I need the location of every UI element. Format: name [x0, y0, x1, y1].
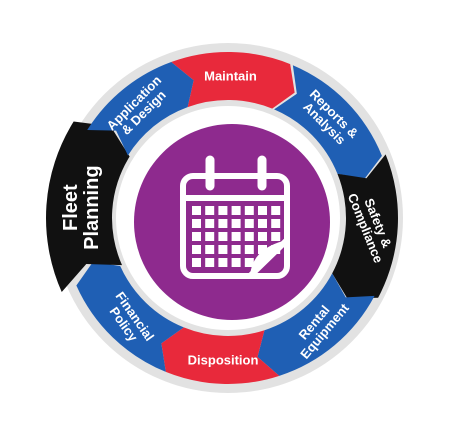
segment-label-line: Planning [81, 165, 103, 249]
segment-reports-analysis [274, 65, 382, 179]
calendar-day-cell [205, 258, 215, 267]
calendar-day-cell [271, 245, 281, 254]
calendar-day-cell [244, 219, 254, 228]
calendar-day-cell [231, 219, 241, 228]
calendar-day-cell [231, 206, 241, 215]
segment-label-line: Fleet [60, 184, 82, 231]
segment-label-line: Disposition [188, 352, 259, 367]
calendar-day-cell [258, 232, 267, 241]
calendar-day-cell [192, 245, 201, 254]
segment-disposition [161, 327, 280, 384]
segment-financial-policy [76, 261, 184, 372]
segment-fleet-planning [46, 121, 130, 293]
segment-label-fleet-planning: FleetPlanning [60, 165, 103, 249]
calendar-day-cell [205, 206, 215, 215]
segment-rental-equipment [257, 273, 375, 376]
segment-application-design [87, 62, 194, 156]
calendar-day-cell [231, 232, 241, 241]
calendar-day-cell [205, 219, 215, 228]
calendar-day-cell [218, 245, 228, 254]
segment-label-disposition: Disposition [188, 352, 259, 367]
calendar-day-cell [192, 258, 201, 267]
calendar-day-cell [192, 232, 201, 241]
calendar-day-cell [271, 219, 281, 228]
calendar-icon [180, 155, 290, 279]
calendar-day-cell [271, 232, 281, 241]
segment-label-line: Maintain [204, 69, 257, 84]
calendar-day-cell [205, 232, 215, 241]
segment-label-maintain: Maintain [204, 69, 257, 84]
calendar-day-cell [218, 232, 228, 241]
segment-safety-compliance [332, 154, 398, 299]
calendar-day-cell [192, 219, 201, 228]
segment-maintain [171, 51, 295, 109]
calendar-day-cell [218, 206, 228, 215]
calendar-day-cell [244, 232, 254, 241]
calendar-day-cell [258, 219, 267, 228]
calendar-day-cell [244, 206, 254, 215]
calendar-day-cell [218, 219, 228, 228]
calendar-day-cell [205, 245, 215, 254]
calendar-day-cell [231, 258, 241, 267]
calendar-day-cell [258, 245, 267, 254]
calendar-day-cell [244, 245, 254, 254]
calendar-day-cell [192, 206, 201, 215]
calendar-day-cell [258, 206, 267, 215]
calendar-day-cell [271, 206, 281, 215]
calendar-day-cell [244, 258, 254, 267]
calendar-day-cell [231, 245, 241, 254]
calendar-day-cell [218, 258, 228, 267]
